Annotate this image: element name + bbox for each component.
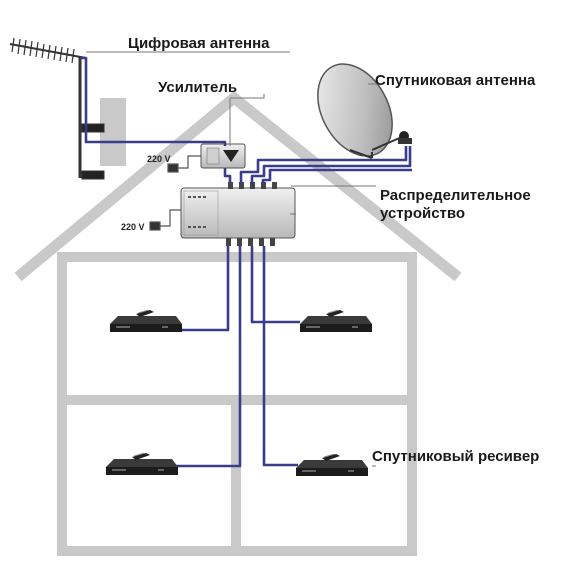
label-receiver: Спутниковый ресивер — [372, 448, 539, 465]
label-distribution-line2: устройство — [380, 205, 465, 222]
terrestrial-antenna-icon — [9, 37, 105, 180]
multiswitch-icon — [180, 182, 296, 246]
label-amplifier: Усилитель — [158, 79, 237, 96]
satellite-dish-icon — [317, 63, 412, 159]
coax-cables — [80, 56, 412, 468]
label-distribution-line1: Распределительное — [380, 187, 531, 204]
label-satellite-dish: Спутниковая антенна — [375, 72, 536, 89]
amplifier-icon — [200, 143, 246, 169]
label-voltage-amplifier: 220 V — [147, 154, 171, 164]
label-voltage-distribution: 220 V — [121, 222, 145, 232]
leader-lines — [86, 51, 380, 467]
power-plug-icon — [149, 155, 201, 231]
label-terrestrial-antenna: Цифровая антенна — [128, 35, 270, 52]
